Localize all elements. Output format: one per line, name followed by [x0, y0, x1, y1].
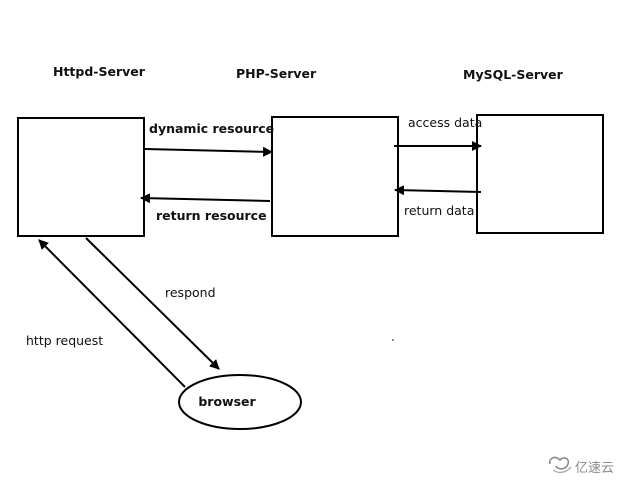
- browser-node: [178, 374, 302, 430]
- httpd-server-box: [17, 117, 145, 237]
- watermark-text: 亿速云: [575, 461, 614, 476]
- return-resource-arrow: [140, 193, 271, 204]
- access-data-label: access data: [408, 115, 482, 130]
- browser-label: browser: [198, 394, 256, 409]
- http-request-label: http request: [26, 333, 103, 348]
- dynamic-resource-arrow: [144, 146, 273, 157]
- yisu-cloud-logo-icon: [548, 456, 572, 474]
- php-server-box: [271, 116, 399, 237]
- respond-label: respond: [165, 285, 216, 300]
- stray-dot: [392, 339, 394, 341]
- dynamic-resource-label: dynamic resource: [149, 121, 274, 136]
- httpd-server-title: Httpd-Server: [53, 64, 146, 79]
- http-request-arrow: [38, 239, 186, 388]
- return-data-label: return data: [404, 203, 474, 218]
- php-server-title: PHP-Server: [236, 66, 317, 81]
- respond-arrow: [85, 237, 220, 370]
- return-resource-label: return resource: [156, 208, 267, 223]
- mysql-server-box: [476, 114, 604, 234]
- return-data-arrow: [394, 185, 482, 196]
- mysql-server-title: MySQL-Server: [463, 67, 564, 82]
